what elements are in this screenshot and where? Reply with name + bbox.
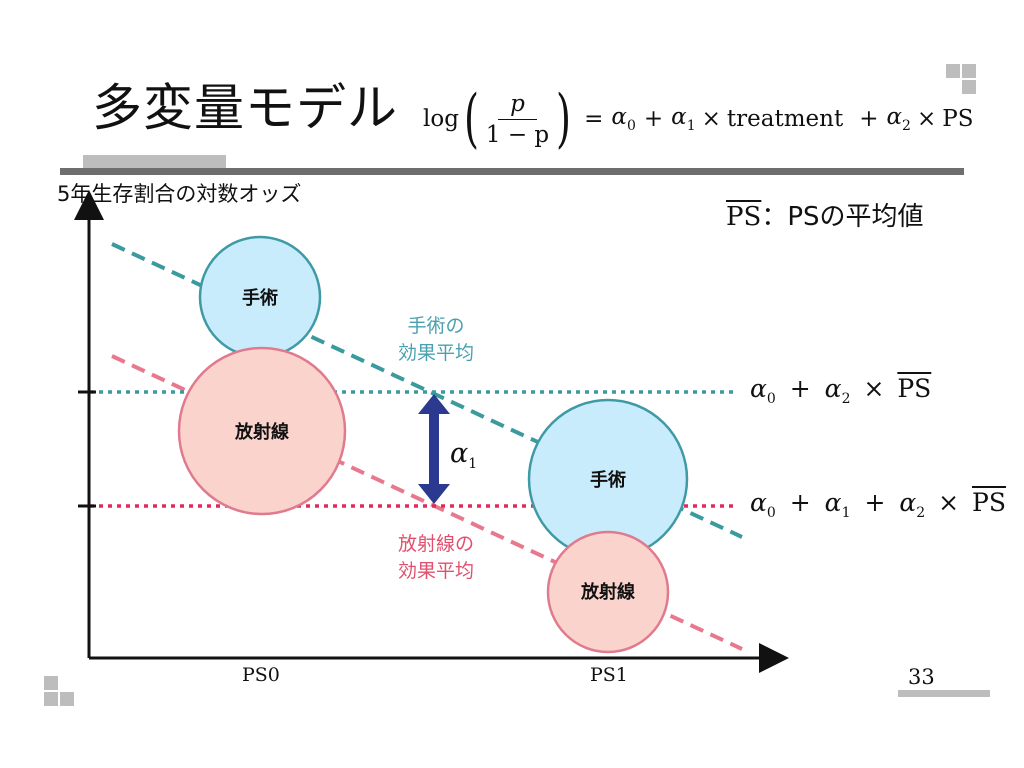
deco-square	[962, 80, 976, 94]
alpha1-double-arrow	[418, 394, 450, 504]
footer-rule	[898, 690, 990, 697]
radiation-label-ps0: 放射線	[234, 421, 289, 443]
surgery-mean-equation: α0 + α2 × PS	[750, 374, 932, 407]
deco-square	[44, 692, 58, 706]
ps-mean-text: ：PSの平均値	[761, 202, 924, 232]
model-formula: log ( p 1 − p ) = α0 + α1 × treatment + …	[423, 84, 973, 154]
right-paren: )	[556, 82, 572, 156]
plus-sign: +	[859, 106, 879, 132]
deco-square	[962, 64, 976, 78]
fraction-denominator: 1 − p	[485, 121, 550, 148]
radiation-label-ps1: 放射線	[580, 581, 635, 603]
page-title: 多変量モデル	[92, 79, 398, 137]
times-sign: ×	[916, 106, 937, 132]
alpha-1: α1	[671, 104, 696, 134]
deco-square	[60, 692, 74, 706]
surgery-label-ps0: 手術	[242, 287, 278, 309]
surgery-label-ps1: 手術	[590, 469, 626, 491]
page-number: 33	[908, 665, 935, 689]
alpha-2: α2	[886, 104, 911, 134]
fraction-numerator: p	[498, 91, 537, 120]
fraction: p 1 − p	[486, 91, 549, 148]
treatment-term: treatment	[726, 106, 844, 132]
left-paren: (	[463, 82, 479, 156]
deco-square	[44, 676, 58, 690]
radiation-mean-equation: α0 + α1 + α2 × PS	[750, 488, 1006, 521]
alpha-0: α0	[611, 104, 636, 134]
times-sign: ×	[701, 106, 721, 132]
log-text: log	[423, 106, 459, 132]
radiation-circle-ps0	[177, 346, 347, 516]
ps-term: PS	[942, 106, 974, 132]
radiation-circle-ps1	[546, 530, 670, 654]
x-tick-ps0: PS0	[242, 664, 280, 686]
ps-bar-symbol: PS	[726, 202, 762, 232]
alpha1-label: α1	[450, 438, 478, 472]
surgery-mean-label: 手術の 効果平均	[397, 315, 474, 364]
title-rule-accent	[83, 155, 226, 168]
ps-mean-legend: PS：PSの平均値	[726, 196, 924, 233]
radiation-mean-label: 放射線の 効果平均	[397, 533, 474, 582]
deco-square	[946, 64, 960, 78]
equals-sign: =	[584, 106, 604, 132]
title-rule	[60, 168, 964, 175]
x-tick-ps1: PS1	[590, 664, 628, 686]
plus-sign: +	[643, 106, 664, 132]
